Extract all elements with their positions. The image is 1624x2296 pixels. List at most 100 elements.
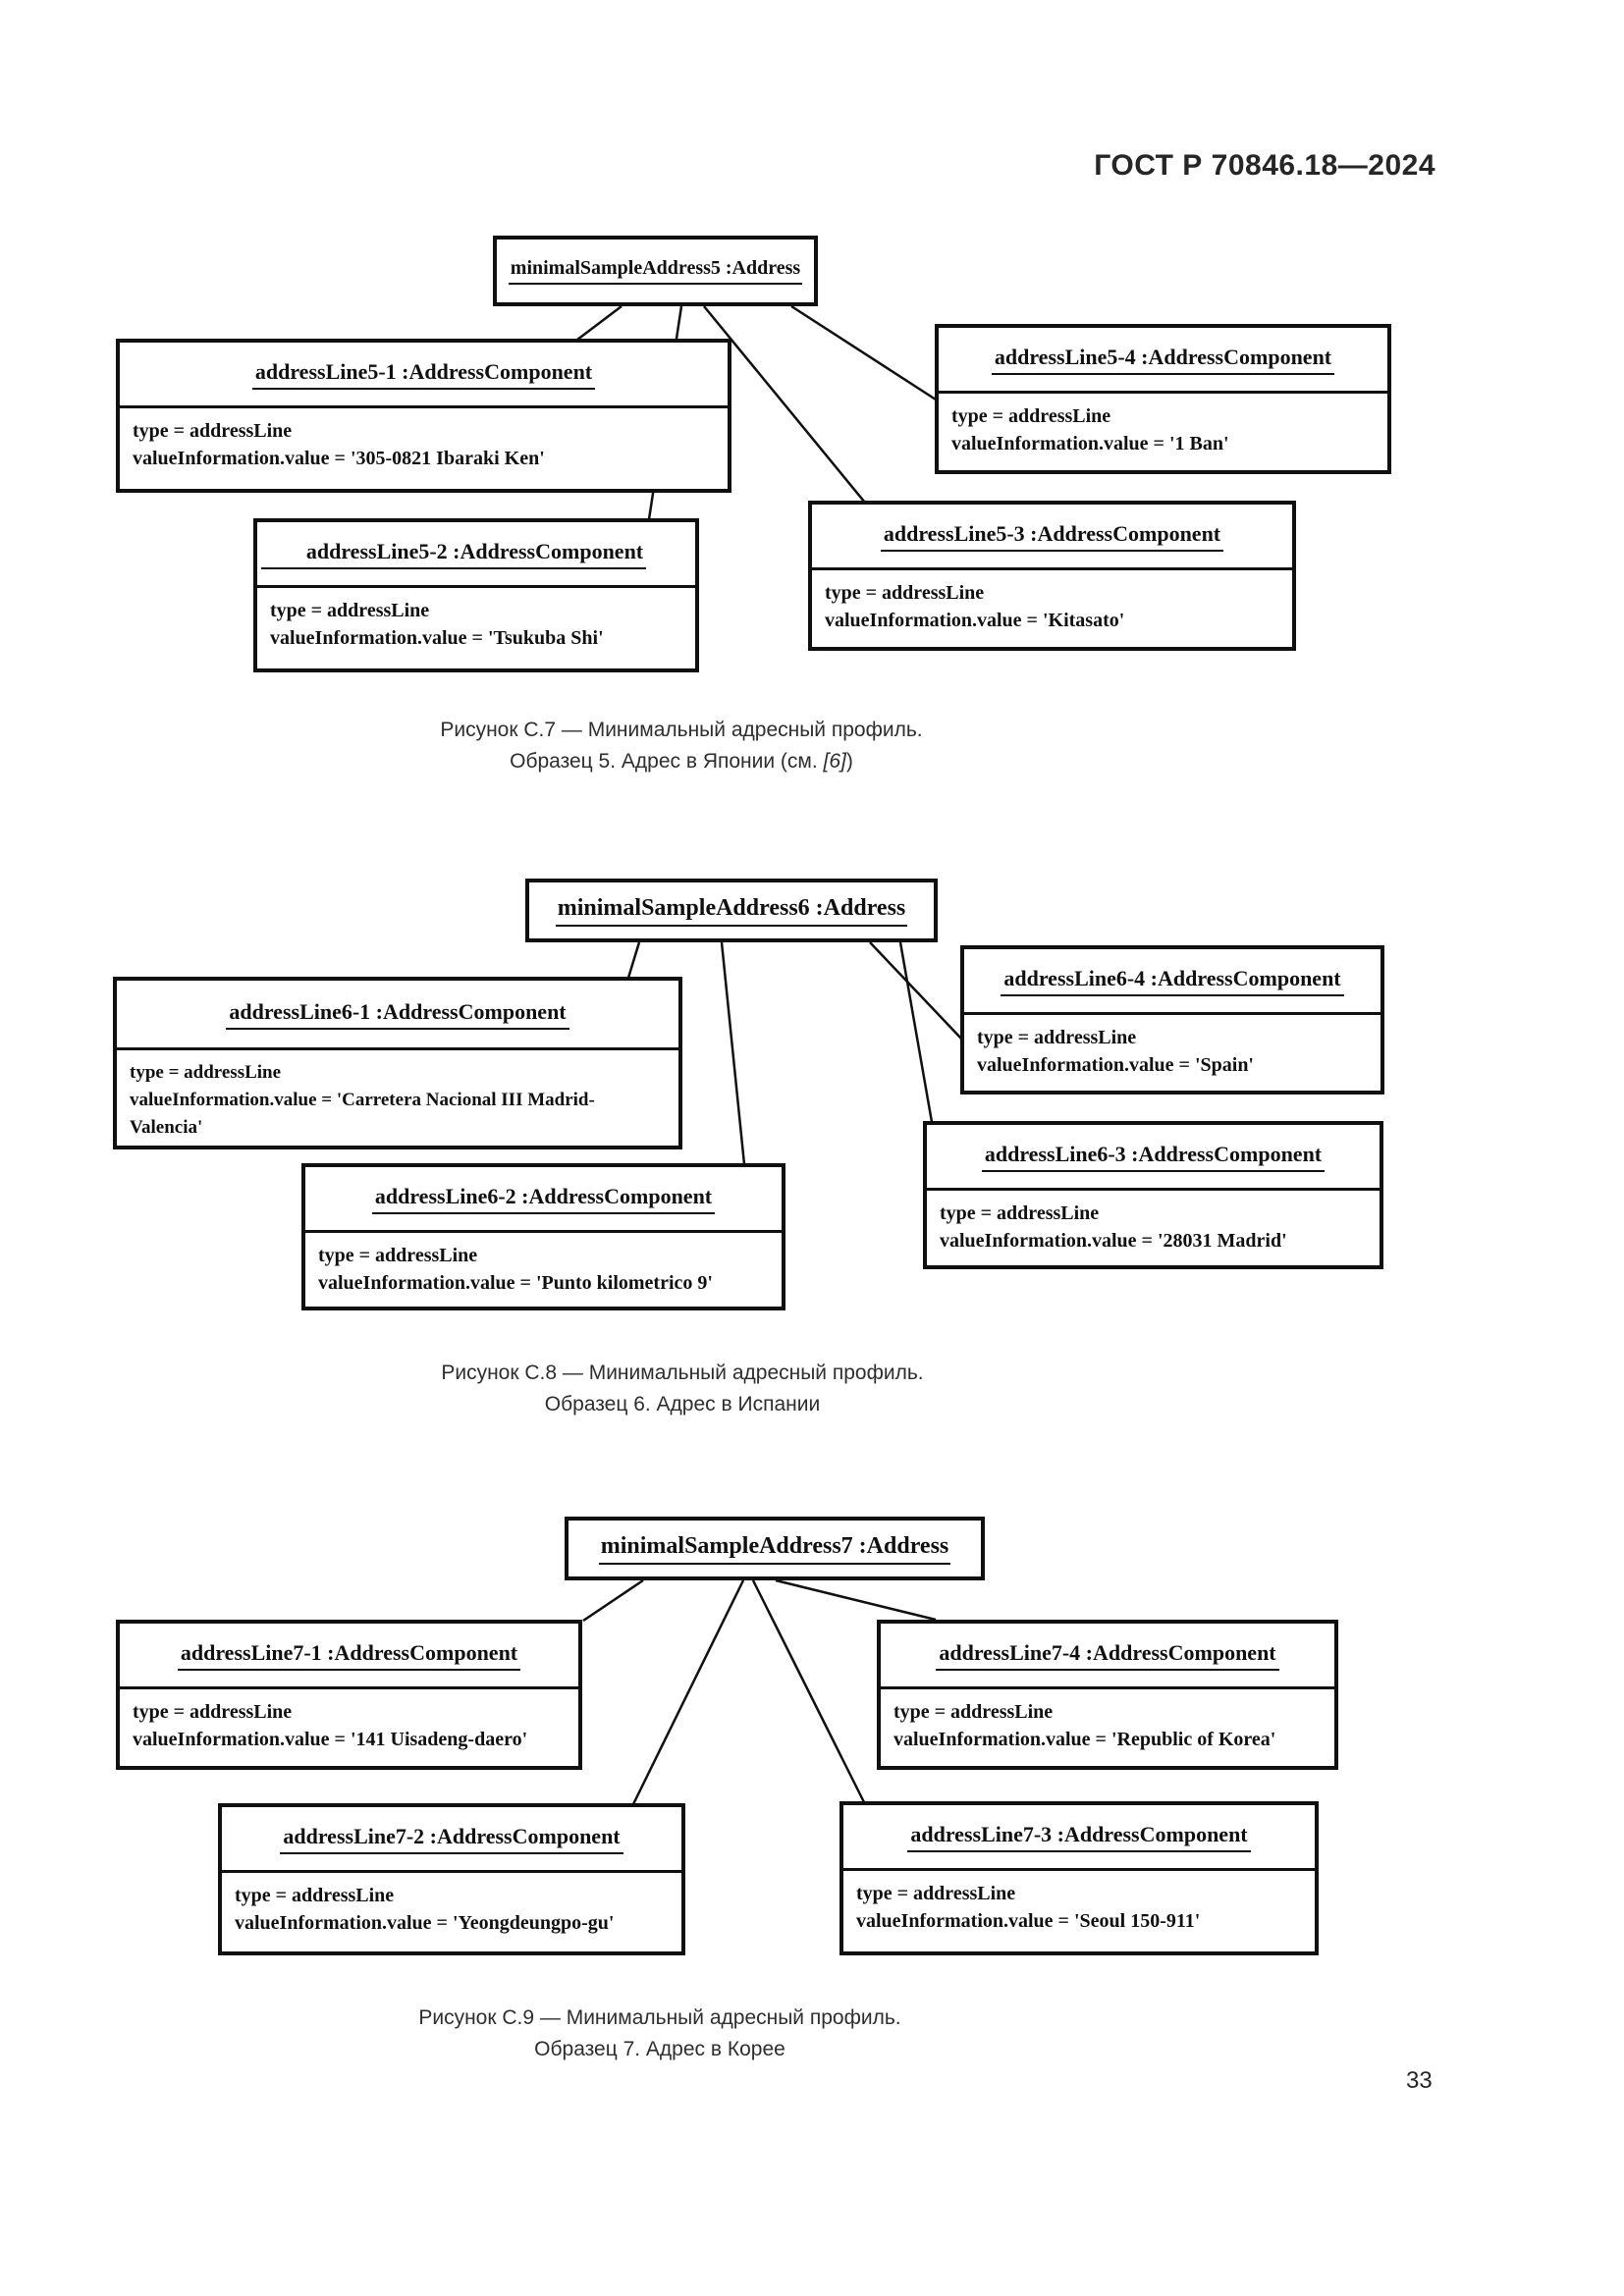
attribute-line: valueInformation.value = 'Seoul 150-911' bbox=[856, 1910, 1201, 1932]
caption-line: Рисунок С.9 — Минимальный адресный профи… bbox=[418, 2006, 901, 2029]
attribute-line: valueInformation.value = '305-0821 Ibara… bbox=[133, 448, 545, 469]
uml-object-title-bar: addressLine7-2 :AddressComponent bbox=[222, 1807, 681, 1870]
uml-object-addressline5-4: addressLine5-4 :AddressComponent type = … bbox=[935, 324, 1391, 474]
uml-object-title-bar: addressLine5-2 :AddressComponent bbox=[257, 522, 695, 585]
connector-line bbox=[869, 941, 962, 1040]
figure-caption-c9: Рисунок С.9 — Минимальный адресный профи… bbox=[316, 2002, 1003, 2065]
uml-object-title-bar: addressLine5-1 :AddressComponent bbox=[120, 343, 728, 405]
uml-object-attributes: type = addressLine valueInformation.valu… bbox=[222, 1870, 681, 1951]
attribute-line: valueInformation.value = '1 Ban' bbox=[951, 433, 1229, 454]
uml-object-attributes: type = addressLine valueInformation.valu… bbox=[117, 1047, 678, 1151]
uml-object-addressline6-1: addressLine6-1 :AddressComponent type = … bbox=[113, 977, 682, 1149]
uml-object-title-bar: addressLine5-4 :AddressComponent bbox=[939, 328, 1387, 391]
uml-object-title: addressLine6-4 :AddressComponent bbox=[1001, 966, 1344, 996]
uml-object-attributes: type = addressLine valueInformation.valu… bbox=[305, 1230, 782, 1307]
uml-object-title-bar: addressLine6-2 :AddressComponent bbox=[305, 1167, 782, 1230]
attribute-line: valueInformation.value = 'Kitasato' bbox=[825, 610, 1125, 631]
uml-object-title: addressLine7-4 :AddressComponent bbox=[936, 1640, 1279, 1671]
uml-object-title-bar: addressLine6-1 :AddressComponent bbox=[117, 981, 678, 1047]
attribute-line: valueInformation.value = 'Republic of Ko… bbox=[893, 1729, 1276, 1750]
uml-object-title: addressLine6-1 :AddressComponent bbox=[226, 999, 569, 1030]
caption-reference: [6] bbox=[823, 750, 846, 773]
uml-object-attributes: type = addressLine valueInformation.valu… bbox=[881, 1686, 1334, 1766]
attribute-line: valueInformation.value = '141 Uisadeng-d… bbox=[133, 1729, 528, 1750]
attribute-line: type = addressLine bbox=[893, 1701, 1054, 1723]
uml-object-title: addressLine5-2 :AddressComponent bbox=[260, 539, 647, 569]
uml-object-title: addressLine5-3 :AddressComponent bbox=[880, 521, 1224, 552]
caption-line: Рисунок С.8 — Минимальный адресный профи… bbox=[441, 1362, 924, 1384]
uml-object-root-address5: minimalSampleAddress5 :Address bbox=[493, 236, 818, 306]
uml-object-attributes: type = addressLine valueInformation.valu… bbox=[843, 1868, 1315, 1951]
attribute-line: type = addressLine bbox=[951, 405, 1111, 427]
uml-object-attributes: type = addressLine valueInformation.valu… bbox=[964, 1012, 1380, 1091]
attribute-line: valueInformation.value = '28031 Madrid' bbox=[940, 1230, 1287, 1252]
connector-line bbox=[576, 305, 623, 341]
uml-object-addressline5-2: addressLine5-2 :AddressComponent type = … bbox=[253, 518, 699, 672]
uml-object-title-bar: addressLine7-4 :AddressComponent bbox=[881, 1624, 1334, 1686]
caption-line: Образец 7. Адрес в Корее bbox=[534, 2038, 785, 2060]
attribute-line: valueInformation.value = 'Spain' bbox=[977, 1054, 1254, 1076]
attribute-line: type = addressLine bbox=[235, 1885, 395, 1906]
attribute-line: type = addressLine bbox=[940, 1202, 1100, 1224]
uml-object-title-bar: addressLine6-3 :AddressComponent bbox=[927, 1125, 1380, 1188]
uml-object-attributes: type = addressLine valueInformation.valu… bbox=[257, 585, 695, 668]
caption-line: Образец 5. Адрес в Японии (см. [6]) bbox=[338, 746, 1025, 777]
figure-caption-c8: Рисунок С.8 — Минимальный адресный профи… bbox=[339, 1358, 1026, 1420]
uml-object-addressline6-2: addressLine6-2 :AddressComponent type = … bbox=[301, 1163, 785, 1310]
connector-line bbox=[720, 941, 746, 1165]
uml-object-addressline6-3: addressLine6-3 :AddressComponent type = … bbox=[923, 1121, 1383, 1269]
attribute-line: type = addressLine bbox=[270, 600, 430, 621]
uml-object-addressline7-1: addressLine7-1 :AddressComponent type = … bbox=[116, 1620, 582, 1770]
uml-object-root-address7: minimalSampleAddress7 :Address bbox=[565, 1517, 985, 1580]
caption-text: Образец 5. Адрес в Японии (см. bbox=[510, 750, 824, 773]
attribute-line: type = addressLine bbox=[318, 1245, 478, 1266]
attribute-line: valueInformation.value = 'Yeongdeungpo-g… bbox=[235, 1912, 615, 1934]
attribute-line: type = addressLine bbox=[977, 1027, 1137, 1048]
uml-object-attributes: type = addressLine valueInformation.valu… bbox=[120, 1686, 578, 1766]
page-number: 33 bbox=[1406, 2067, 1433, 2094]
uml-object-title: addressLine7-2 :AddressComponent bbox=[280, 1824, 623, 1854]
connector-line bbox=[626, 941, 641, 979]
caption-line: Рисунок С.7 — Минимальный адресный профи… bbox=[440, 719, 923, 741]
document-header: ГОСТ Р 70846.18—2024 bbox=[1094, 149, 1435, 182]
attribute-line: valueInformation.value = 'Tsukuba Shi' bbox=[270, 627, 604, 649]
uml-object-title: minimalSampleAddress7 :Address bbox=[598, 1533, 951, 1565]
connector-line bbox=[582, 1578, 644, 1623]
uml-object-attributes: type = addressLine valueInformation.valu… bbox=[927, 1188, 1380, 1265]
uml-object-addressline7-3: addressLine7-3 :AddressComponent type = … bbox=[839, 1801, 1319, 1955]
uml-object-root-address6: minimalSampleAddress6 :Address bbox=[525, 879, 938, 942]
attribute-line: type = addressLine bbox=[856, 1883, 1016, 1904]
uml-object-title: minimalSampleAddress6 :Address bbox=[555, 895, 908, 927]
attribute-line: valueInformation.value = 'Punto kilometr… bbox=[318, 1272, 713, 1294]
uml-object-addressline7-2: addressLine7-2 :AddressComponent type = … bbox=[218, 1803, 685, 1955]
connector-line bbox=[898, 941, 934, 1123]
attribute-line: type = addressLine bbox=[825, 582, 985, 604]
uml-object-addressline7-4: addressLine7-4 :AddressComponent type = … bbox=[877, 1620, 1338, 1770]
caption-line: Образец 6. Адрес в Испании bbox=[544, 1393, 821, 1415]
uml-object-title: addressLine5-4 :AddressComponent bbox=[991, 345, 1335, 375]
uml-object-title: addressLine6-3 :AddressComponent bbox=[981, 1142, 1326, 1172]
uml-object-title: addressLine7-3 :AddressComponent bbox=[907, 1822, 1251, 1852]
uml-object-addressline5-1: addressLine5-1 :AddressComponent type = … bbox=[116, 339, 731, 493]
connector-line bbox=[790, 304, 937, 401]
caption-text: ) bbox=[845, 750, 853, 773]
uml-object-title-bar: addressLine5-3 :AddressComponent bbox=[812, 505, 1292, 567]
connector-line bbox=[751, 1579, 866, 1803]
uml-object-title-bar: addressLine6-4 :AddressComponent bbox=[964, 949, 1380, 1012]
figure-caption-c7: Рисунок С.7 — Минимальный адресный профи… bbox=[338, 715, 1025, 777]
uml-object-title-bar: addressLine7-3 :AddressComponent bbox=[843, 1805, 1315, 1868]
uml-object-attributes: type = addressLine valueInformation.valu… bbox=[120, 405, 728, 489]
connector-line bbox=[775, 1578, 937, 1622]
attribute-line: type = addressLine bbox=[130, 1062, 282, 1083]
attribute-line: type = addressLine bbox=[133, 1701, 293, 1723]
attribute-line: valueInformation.value = 'Carretera Naci… bbox=[130, 1090, 595, 1138]
connector-line bbox=[631, 1579, 745, 1805]
uml-object-attributes: type = addressLine valueInformation.valu… bbox=[939, 391, 1387, 470]
attribute-line: type = addressLine bbox=[133, 420, 293, 442]
uml-object-addressline6-4: addressLine6-4 :AddressComponent type = … bbox=[960, 945, 1384, 1095]
uml-object-title: minimalSampleAddress5 :Address bbox=[508, 257, 803, 285]
uml-object-addressline5-3: addressLine5-3 :AddressComponent type = … bbox=[808, 501, 1296, 651]
uml-object-title: addressLine7-1 :AddressComponent bbox=[177, 1640, 521, 1671]
uml-object-title: addressLine6-2 :AddressComponent bbox=[371, 1184, 716, 1214]
